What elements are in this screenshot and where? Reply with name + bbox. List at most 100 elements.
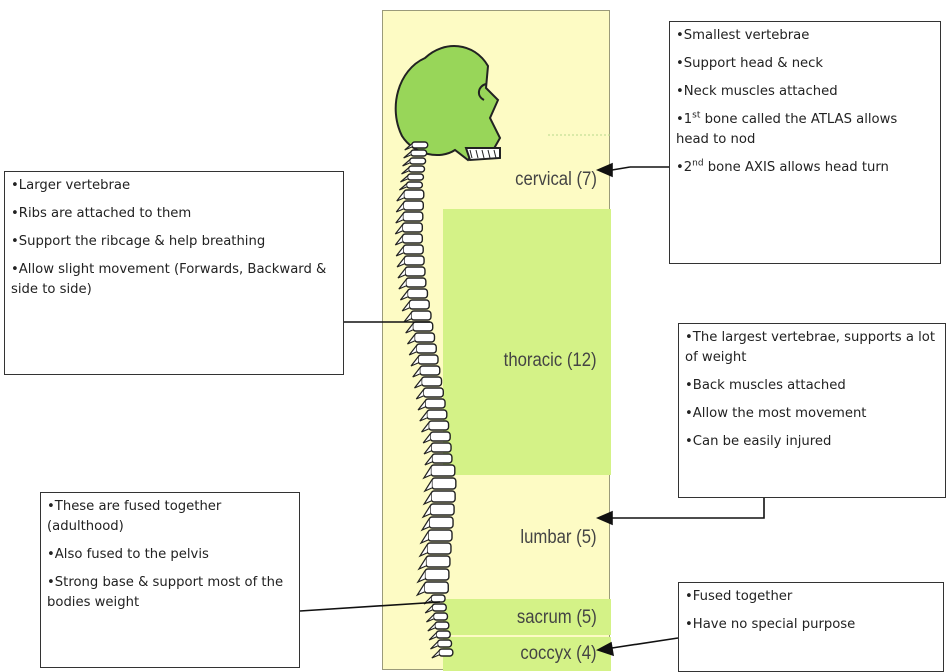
cervical-bullet: •Smallest vertebrae [676, 26, 934, 46]
skull-icon [396, 46, 500, 160]
vertebra [436, 631, 450, 638]
vertebra [403, 201, 423, 210]
spinous-process [415, 379, 422, 388]
sacrum-bullet: •Strong base & support most of the bodie… [47, 573, 293, 613]
spinous-process [424, 493, 431, 504]
sacrum-bullet: •These are fused together (adulthood) [47, 497, 293, 537]
spinous-process [420, 412, 427, 421]
spinous-process [416, 390, 423, 399]
vertebra [406, 182, 422, 188]
cervical-note: •Smallest vertebrae •Support head & neck… [669, 21, 941, 264]
spinous-process [402, 168, 409, 174]
spinous-process [424, 467, 431, 478]
spinous-process [404, 152, 411, 158]
vertebra [402, 223, 422, 232]
spinous-process [396, 203, 403, 212]
spinous-process [428, 624, 435, 631]
vertebra [432, 604, 446, 611]
vertebra [431, 443, 451, 452]
vertebra [409, 300, 429, 309]
vertebra [431, 465, 455, 476]
spinous-process [400, 176, 407, 182]
vertebra [404, 190, 424, 199]
vertebra [430, 504, 454, 515]
vertebra [426, 556, 450, 567]
vertebra [429, 517, 453, 528]
vertebral-column [395, 142, 456, 658]
sacrum-bullet: •Also fused to the pelvis [47, 545, 293, 565]
spinous-process [404, 313, 411, 322]
spinous-process [395, 225, 402, 234]
spinous-process [397, 192, 404, 201]
vertebra [411, 311, 431, 320]
spinous-process [418, 401, 425, 410]
coccyx-bullet: •Fused together [685, 587, 937, 607]
lumbar-bullet: •Back muscles attached [685, 376, 939, 396]
vertebra [412, 142, 428, 148]
spinous-process [423, 434, 430, 443]
spinous-process [399, 280, 406, 289]
vertebra [407, 289, 427, 298]
vertebra [411, 150, 427, 156]
vertebra [403, 245, 423, 254]
thoracic-note: •Larger vertebrae •Ribs are attached to … [4, 171, 344, 375]
spinous-process [403, 160, 410, 166]
lumbar-note: •The largest vertebrae, supports a lot o… [678, 323, 946, 498]
spinous-process [417, 584, 424, 595]
spinous-process [422, 519, 429, 530]
vertebra [404, 256, 424, 265]
vertebra [402, 234, 422, 243]
spinous-process [411, 357, 418, 366]
lumbar-bullet: •Allow the most movement [685, 404, 939, 424]
thoracic-bullet: •Ribs are attached to them [11, 204, 337, 224]
vertebra [424, 582, 448, 593]
vertebra [413, 322, 433, 331]
vertebra [432, 478, 456, 489]
vertebra [430, 432, 450, 441]
spinous-process [431, 642, 438, 649]
spinous-process [396, 214, 403, 223]
spinous-process [429, 633, 436, 640]
spinous-process [402, 302, 409, 311]
spinous-process [420, 545, 427, 556]
cervical-bullet: •Neck muscles attached [676, 82, 934, 102]
vertebra [428, 530, 452, 541]
vertebra [416, 344, 436, 353]
vertebra [425, 399, 445, 408]
spinous-process [399, 184, 406, 190]
spinous-process [406, 324, 413, 333]
vertebra [418, 355, 438, 364]
spinous-process [397, 258, 404, 267]
cervical-bullet: •Support head & neck [676, 54, 934, 74]
vertebra [405, 267, 425, 276]
cervical-atlas-bullet: •1st bone called the ATLAS allows head t… [676, 110, 934, 150]
vertebra [425, 569, 449, 580]
spinous-process [398, 269, 405, 278]
coccyx-bullet: •Have no special purpose [685, 615, 937, 635]
vertebra [403, 212, 423, 221]
thoracic-bullet: •Allow slight movement (Forwards, Backwa… [11, 260, 337, 300]
spinous-process [421, 532, 428, 543]
spinous-process [424, 445, 431, 454]
vertebra [429, 421, 449, 430]
spinous-process [400, 291, 407, 300]
spinous-process [432, 651, 439, 658]
vertebra [435, 622, 449, 629]
spinous-process [396, 247, 403, 256]
spinous-process [419, 558, 426, 569]
spinous-process [425, 606, 432, 613]
spinous-process [423, 506, 430, 517]
vertebra [407, 174, 423, 180]
vertebra [414, 333, 434, 342]
vertebra [422, 377, 442, 386]
lumbar-bullet: •The largest vertebrae, supports a lot o… [685, 328, 939, 368]
spinous-process [426, 615, 433, 622]
vertebra [432, 454, 452, 463]
spinous-process [413, 368, 420, 377]
vertebra [410, 158, 426, 164]
cervical-axis-bullet: •2nd bone AXIS allows head turn [676, 158, 934, 178]
thoracic-bullet: •Support the ribcage & help breathing [11, 232, 337, 252]
spinous-process [395, 236, 402, 245]
spinous-process [407, 335, 414, 344]
vertebra [427, 410, 447, 419]
